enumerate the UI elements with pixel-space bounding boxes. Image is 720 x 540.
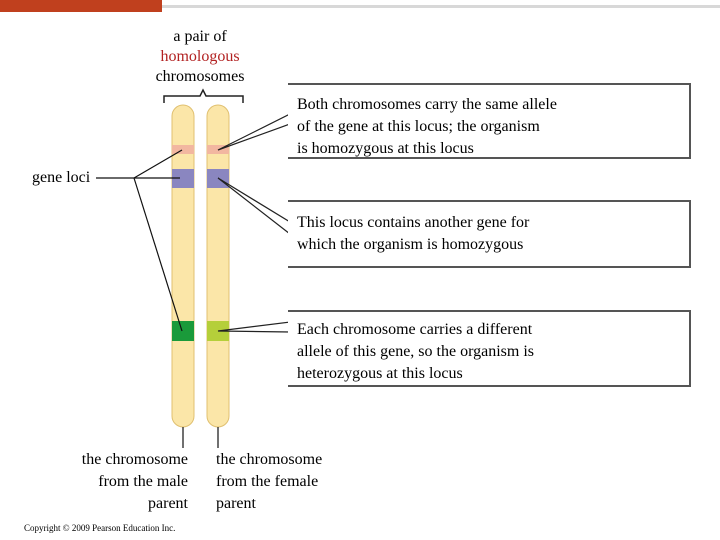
callout-1-line2: of the gene at this locus; the organism: [297, 118, 540, 135]
callout-3-line2: allele of this gene, so the organism is: [297, 343, 534, 360]
callout-2-line2: which the organism is homozygous: [297, 236, 524, 253]
locus-purple-male: [172, 169, 194, 188]
gene-loci-line-green: [133, 177, 183, 332]
pair-label-line3: chromosomes: [155, 68, 245, 85]
callout-2-line1: This locus contains another gene for: [297, 214, 530, 231]
allele-dark-green: [172, 321, 194, 341]
male-chromosome-label: the chromosome from the male parent: [30, 449, 188, 515]
female-chromosome-label: the chromosome from the female parent: [216, 449, 376, 515]
locus-pink-male: [172, 145, 194, 154]
callout-another-gene: This locus contains another gene for whi…: [288, 200, 691, 268]
gene-loci-line-pink: [133, 149, 183, 179]
female-label-line1: the chromosome: [216, 451, 323, 468]
callout-homozygous-same-allele: Both chromosomes carry the same allele o…: [288, 83, 691, 159]
male-label-line1: the chromosome: [81, 451, 188, 468]
callout-heterozygous: Each chromosome carries a different alle…: [288, 310, 691, 387]
female-label-line2: from the female: [216, 473, 319, 490]
homologous-pair-label: a pair of homologous chromosomes: [130, 27, 270, 87]
callout-3-line3: heterozygous at this locus: [297, 365, 463, 382]
male-label-line2: from the male: [98, 473, 188, 490]
accent-bar: [0, 0, 162, 12]
callout-3-line1: Each chromosome carries a different: [297, 321, 533, 338]
pair-label-line1: a pair of: [173, 28, 227, 45]
divider-line: [162, 5, 720, 8]
pair-bracket: [163, 88, 244, 103]
gene-loci-label: gene loci: [32, 169, 91, 186]
pair-label-line2: homologous: [160, 48, 240, 65]
callout-1-line1: Both chromosomes carry the same allele: [297, 96, 557, 113]
male-label-line3: parent: [148, 495, 188, 512]
copyright-notice: Copyright © 2009 Pearson Education Inc.: [24, 523, 176, 533]
female-label-line3: parent: [216, 495, 256, 512]
callout-1-line3: is homozygous at this locus: [297, 140, 474, 157]
